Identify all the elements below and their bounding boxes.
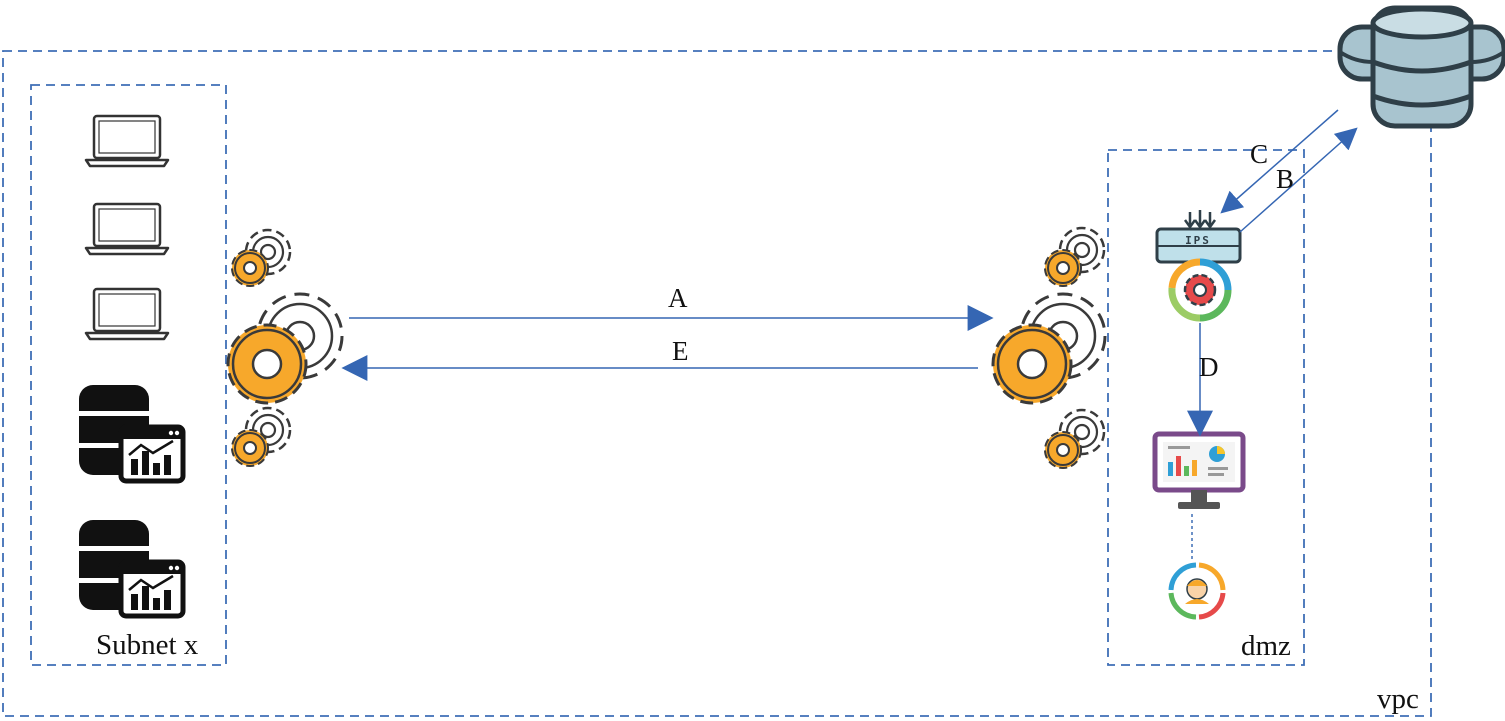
subnet-boundary xyxy=(30,84,227,666)
ips-label: IPS xyxy=(1185,234,1211,247)
arrow-label-e: E xyxy=(672,336,689,366)
arrow-c xyxy=(1220,109,1339,214)
subnet-label: Subnet x xyxy=(96,629,199,661)
arrow-label-b: B xyxy=(1276,164,1295,194)
laptop-icon xyxy=(84,114,170,168)
process-cycle-icon xyxy=(1168,258,1232,322)
database-chart-icon xyxy=(79,520,183,616)
laptop-icon xyxy=(84,287,170,341)
user-cycle-icon xyxy=(1168,562,1226,620)
monitor-dashboard-icon xyxy=(1152,431,1246,509)
arrow-label-a: A xyxy=(668,283,688,313)
arrow-label-d: D xyxy=(1199,352,1219,382)
ips-device-icon xyxy=(1155,210,1242,264)
database-server-icon xyxy=(1337,5,1505,129)
database-chart-icon xyxy=(79,385,183,481)
gear-cluster-icon xyxy=(226,228,344,467)
dmz-label: dmz xyxy=(1241,630,1291,662)
arrow-b xyxy=(1239,127,1358,233)
gear-cluster-icon xyxy=(991,226,1107,469)
vpc-label: vpc xyxy=(1377,683,1419,715)
dmz-boundary xyxy=(1107,149,1305,666)
vpc-boundary xyxy=(2,50,1432,717)
laptop-icon xyxy=(84,202,170,256)
arrow-label-c: C xyxy=(1250,139,1269,169)
